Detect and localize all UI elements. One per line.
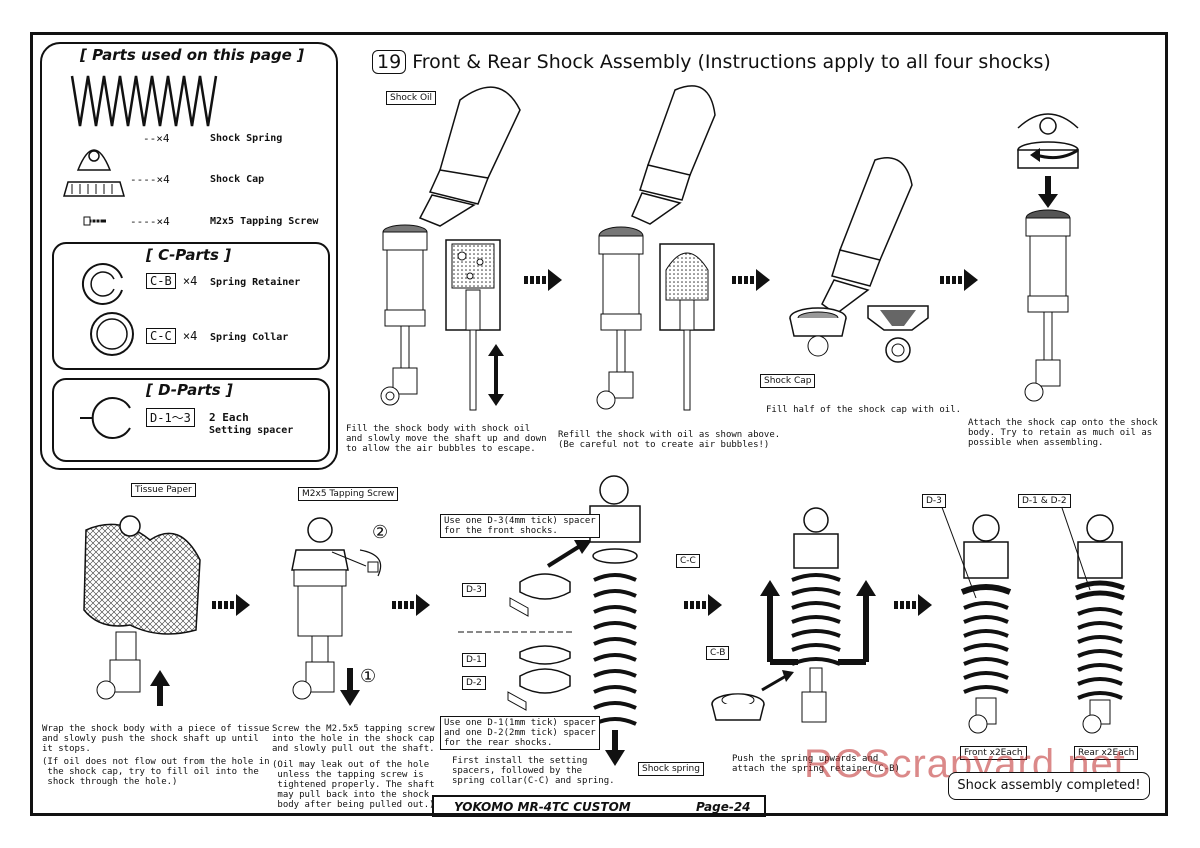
caption-step6-note: (Oil may leak out of the hole unless the… <box>272 760 435 810</box>
shock-wrapped-tissue <box>83 515 201 706</box>
shock-cutaway-2 <box>659 243 715 411</box>
shock-body-2 <box>596 226 644 410</box>
shock-cap-icon <box>63 149 125 197</box>
caption-step4: Attach the shock cap onto the shock body… <box>968 418 1158 448</box>
screw-name: M2x5 Tapping Screw <box>210 216 319 227</box>
step-marker-2: ② <box>372 522 389 543</box>
step-title-text: Front & Rear Shock Assembly (Instruction… <box>412 51 1051 73</box>
spacer-d3 <box>509 573 571 617</box>
shock-body-4 <box>1024 209 1071 402</box>
tag-front: Front x2Each <box>960 746 1027 760</box>
tag-shock-oil: Shock Oil <box>386 91 437 105</box>
cc-name: Spring Collar <box>210 332 289 343</box>
d-qty: 2 Each <box>209 411 249 424</box>
rear-shock-complete <box>1075 514 1125 734</box>
c-parts-box <box>52 242 330 370</box>
cb-row: C-B ×4 <box>146 273 197 289</box>
d-code: D-1～3 <box>146 408 195 427</box>
shock-with-spring <box>589 475 641 766</box>
footer-model: YOKOMO MR-4TC CUSTOM <box>454 800 631 814</box>
front-shock-complete <box>960 514 1012 734</box>
parts-header: [ Parts used on this page ] <box>80 46 304 64</box>
spring-retainer-part <box>711 670 794 721</box>
shock-body-1 <box>380 224 428 406</box>
shock-screw-step <box>291 517 382 706</box>
note-rear-spacer: Use one D-1(1mm tick) spacer and one D-2… <box>440 716 600 750</box>
tag-d1-d2-rear: D-1 & D-2 <box>1018 494 1071 508</box>
tag-tissue: Tissue Paper <box>131 483 196 497</box>
tag-shock-cap: Shock Cap <box>760 374 816 388</box>
oil-bottle-2 <box>631 85 716 225</box>
tag-cb: C-B <box>706 646 730 660</box>
caption-step1: Fill the shock body with shock oil and s… <box>346 424 547 454</box>
caption-step3: Fill half of the shock cap with oil. <box>766 405 962 415</box>
parts-box <box>40 42 338 470</box>
cb-name: Spring Retainer <box>210 277 301 288</box>
spring-qty: --×4 <box>143 132 170 145</box>
footer-page: Page-24 <box>696 800 751 814</box>
spacer-d1-d2 <box>507 645 571 711</box>
caption-step2: Refill the shock with oil as shown above… <box>558 430 781 450</box>
shock-spring-icon <box>70 75 218 127</box>
setting-spacer-icon <box>80 397 131 439</box>
cc-qty: ×4 <box>182 329 198 343</box>
cc-row: C-C ×4 <box>146 328 197 344</box>
d-parts-box <box>52 378 330 462</box>
cap-name: Shock Cap <box>210 174 265 185</box>
tag-shock-spring: Shock spring <box>638 762 704 776</box>
tag-cc: C-C <box>676 554 700 568</box>
spring-collar-icon <box>90 312 134 356</box>
cc-code: C-C <box>146 328 176 344</box>
caption-step7: First install the setting spacers, follo… <box>452 756 615 786</box>
tag-d2: D-2 <box>462 676 486 690</box>
caption-step5: Wrap the shock body with a piece of tiss… <box>42 724 270 754</box>
page-frame <box>30 32 1168 816</box>
d-parts-title: [ D-Parts ] <box>146 381 233 399</box>
screw-qty: ----×4 <box>130 215 170 228</box>
spring-retainer-icon <box>82 263 123 305</box>
d-name: Setting spacer <box>209 425 294 436</box>
step-marker-1: ① <box>360 666 377 687</box>
note-front-spacer: Use one D-3(4mm tick) spacer for the fro… <box>440 514 600 538</box>
shock-cap-section <box>867 305 929 363</box>
tag-rear: Rear x2Each <box>1074 746 1139 760</box>
c-parts-title: [ C-Parts ] <box>146 246 232 264</box>
oil-bottle-3 <box>821 157 913 315</box>
shock-push-spring <box>760 507 876 723</box>
cap-qty: ----×4 <box>130 173 170 186</box>
shock-cutaway-1 <box>445 239 504 411</box>
cb-qty: ×4 <box>182 274 198 288</box>
caption-step5-note: (If oil does not flow out from the hole … <box>42 757 270 787</box>
caption-step8: Push the spring upwards and attach the s… <box>732 754 900 774</box>
completed-badge: Shock assembly completed! <box>948 772 1150 800</box>
tag-d3: D-3 <box>462 583 486 597</box>
tag-screw: M2x5 Tapping Screw <box>298 487 399 501</box>
spring-name: Shock Spring <box>210 133 283 144</box>
oil-bottle-1 <box>418 86 521 227</box>
tapping-screw-icon <box>83 216 106 226</box>
caption-step6: Screw the M2.5x5 tapping screw into the … <box>272 724 435 754</box>
tag-d1: D-1 <box>462 653 486 667</box>
shock-cap-part <box>789 307 847 357</box>
tag-d3-front: D-3 <box>922 494 946 508</box>
d-row: D-1～3 <box>146 408 195 427</box>
shock-cap-rotate <box>1017 113 1079 208</box>
step-number: 19 <box>372 50 407 74</box>
footer-box: YOKOMO MR-4TC CUSTOM Page-24 <box>432 795 766 817</box>
cb-code: C-B <box>146 273 176 289</box>
